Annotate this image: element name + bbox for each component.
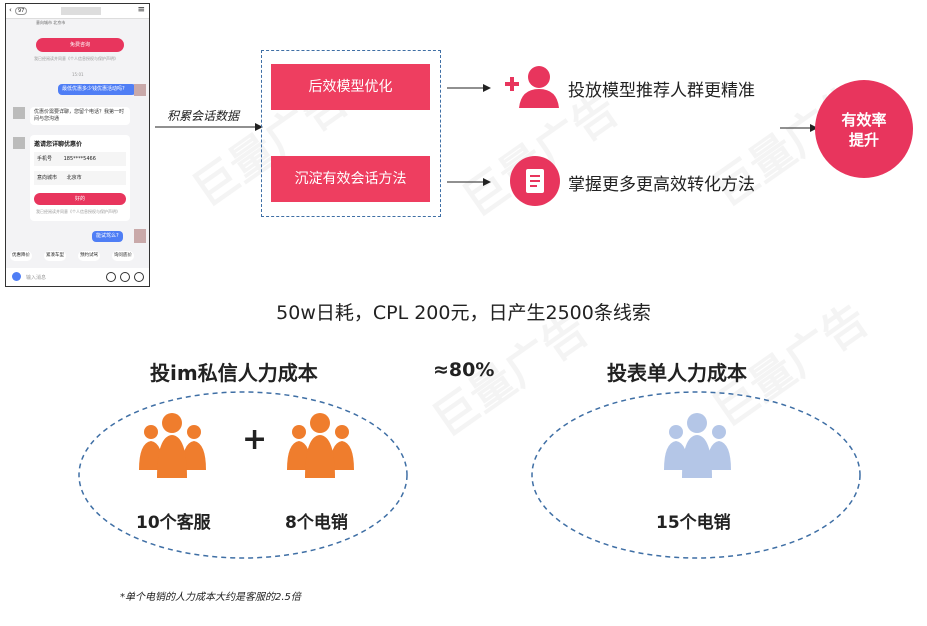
menu-icon[interactable]: ≡ — [137, 5, 145, 15]
agent-avatar — [13, 107, 25, 119]
quick-chip[interactable]: 紧凑车型 — [44, 251, 66, 261]
contact-name-blur — [61, 7, 101, 15]
emoji-icon[interactable] — [120, 272, 130, 282]
arrow-right-2 — [447, 178, 491, 186]
back-icon[interactable]: ‹ — [9, 6, 12, 14]
arrow-right-1 — [447, 84, 491, 92]
agent-bubble: 优惠价需要详聊，您留个电话？我第一时间与您沟通 — [30, 107, 130, 125]
timestamp: 15:01 — [72, 72, 84, 77]
phone-value: 185****5466 — [63, 156, 96, 162]
people-group-icon — [664, 413, 731, 478]
stats-line: 50w日耗，CPL 200元，日产生2500条线索 — [276, 302, 651, 324]
camera-icon[interactable] — [12, 272, 21, 281]
phone-field[interactable]: 手机号 185****5466 — [34, 152, 126, 166]
accumulate-label: 积累会话数据 — [167, 109, 240, 123]
efficiency-text: 有效率提升 — [841, 111, 887, 149]
people-group-icon — [287, 413, 354, 478]
telesales-count: 8个电销 — [285, 513, 348, 533]
phone-header: ‹ 97 ≡ — [6, 4, 149, 19]
add-user-icon — [505, 66, 559, 108]
city-label: 意向城市 — [37, 175, 58, 181]
footnote: *单个电销的人力成本大约是客服的2.5倍 — [120, 592, 301, 603]
arrow-to-circle — [780, 124, 818, 132]
efficiency-circle: 有效率提升 — [815, 80, 913, 178]
agent-avatar — [13, 137, 25, 149]
plus-icon[interactable] — [134, 272, 144, 282]
privacy-note: 我已经阅读并同意《个人信息授权与保护声明》 — [34, 56, 118, 61]
privacy-note: 我已经阅读并同意《个人信息授权与保护声明》 — [36, 209, 120, 214]
notepad-icon — [510, 156, 560, 206]
telesales-count-form: 15个电销 — [656, 513, 731, 533]
phone-label: 手机号 — [37, 156, 53, 162]
result-conversion: 掌握更多更高效转化方法 — [568, 175, 755, 195]
im-cost-ellipse — [78, 391, 408, 559]
phone-screenshot: ‹ 97 ≡ 意向城市 北京市 免费咨询 我已经阅读并同意《个人信息授权与保护声… — [5, 3, 150, 287]
model-optimization-box: 后效模型优化 — [271, 64, 430, 110]
session-method-box: 沉淀有效会话方法 — [271, 156, 430, 202]
city-value: 北京市 — [66, 175, 82, 181]
message-input[interactable]: 输入消息 — [26, 275, 47, 281]
top-text: 意向城市 北京市 — [36, 20, 66, 25]
user-bubble: 最低优惠多少钱优惠活动吗? — [58, 84, 136, 95]
quick-chip[interactable]: 询问底价 — [112, 251, 134, 261]
voice-icon[interactable] — [106, 272, 116, 282]
im-cost-title: 投im私信人力成本 — [150, 361, 318, 385]
unread-count: 97 — [15, 7, 28, 15]
customer-service-count: 10个客服 — [136, 513, 211, 533]
form-cost-ellipse — [531, 391, 861, 559]
optimization-box — [261, 50, 441, 217]
quick-chip[interactable]: 预约试驾 — [78, 251, 100, 261]
result-targeting: 投放模型推荐人群更精准 — [568, 81, 755, 101]
user-bubble: 能试驾么? — [92, 231, 123, 242]
submit-button[interactable]: 好的 — [34, 193, 126, 205]
form-title: 邀请您详聊优惠价 — [34, 141, 83, 148]
user-avatar — [134, 229, 146, 243]
plus-sign: + — [242, 422, 268, 457]
input-bar: 输入消息 — [6, 268, 149, 286]
arrow-to-box — [155, 123, 263, 131]
people-group-icon — [139, 413, 206, 478]
lead-form-card: 邀请您详聊优惠价 手机号 185****5466 意向城市 北京市 好的 我已经… — [30, 135, 130, 221]
city-field[interactable]: 意向城市 北京市 — [34, 171, 126, 185]
consult-button[interactable]: 免费咨询 — [36, 38, 124, 52]
approx-ratio: ≈80% — [433, 359, 495, 381]
quick-chip[interactable]: 优惠降价 — [10, 251, 32, 261]
user-avatar — [134, 84, 146, 96]
form-cost-title: 投表单人力成本 — [607, 361, 747, 385]
